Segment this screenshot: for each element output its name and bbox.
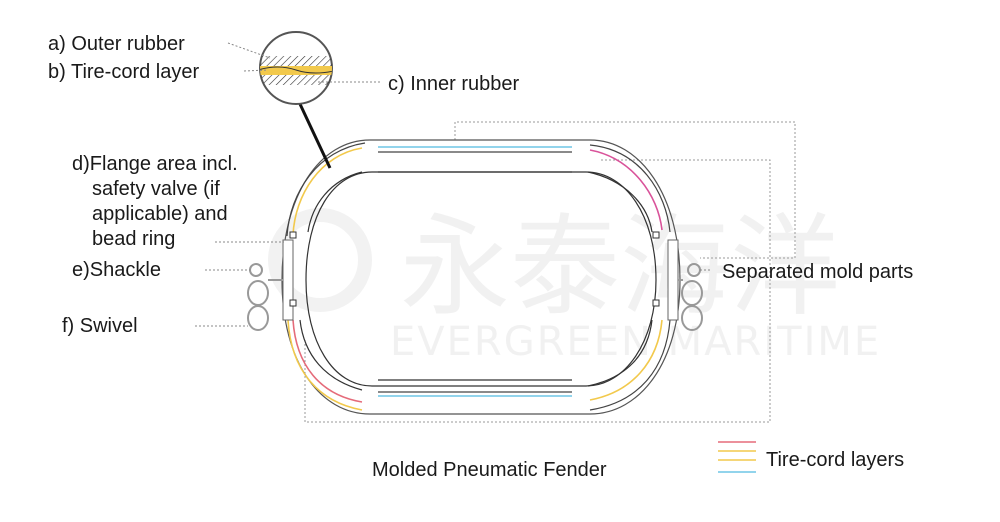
legend-swatches xyxy=(718,441,756,473)
label-swivel: f) Swivel xyxy=(62,315,138,337)
right-top-magenta xyxy=(589,149,663,231)
label-outer-rubber: a) Outer rubber xyxy=(48,33,185,55)
left-bottom-yellow xyxy=(287,319,363,411)
right-bottom-inner xyxy=(587,319,653,387)
left-bead-ring-top xyxy=(289,231,297,239)
label-inner-rubber: c) Inner rubber xyxy=(388,73,520,95)
label-flange-line4: bead ring xyxy=(92,228,175,250)
label-flange-line1: d)Flange area incl. xyxy=(72,153,238,175)
left-swivel-icon xyxy=(247,280,269,306)
left-bottom-dark xyxy=(299,319,363,391)
labels: a) Outer rubber b) Tire-cord layer c) In… xyxy=(48,33,913,481)
label-separated-mold-parts: Separated mold parts xyxy=(722,261,913,283)
label-tire-cord-layers: Tire-cord layers xyxy=(766,449,904,471)
right-bead-ring-bottom xyxy=(652,299,660,307)
watermark-logo xyxy=(268,208,372,312)
right-swivel-ring xyxy=(681,305,703,331)
label-tire-cord-layer: b) Tire-cord layer xyxy=(48,61,199,83)
left-top-inner xyxy=(307,171,363,233)
caption: Molded Pneumatic Fender xyxy=(372,459,607,481)
left-shackle-swivel xyxy=(247,263,283,331)
right-bottom-yellow xyxy=(589,319,663,401)
label-shackle: e)Shackle xyxy=(72,259,161,281)
watermark-english: EVERGREEN MARITIME xyxy=(390,319,881,365)
left-bead-ring-bottom xyxy=(289,299,297,307)
fender-body xyxy=(281,139,681,415)
watermark-chinese: 永泰海洋 xyxy=(400,203,840,331)
left-shackle-icon xyxy=(249,263,263,277)
leader-outer-rubber xyxy=(227,42,271,59)
right-top-inner xyxy=(587,171,653,233)
right-bead-ring-top xyxy=(652,231,660,239)
mold-outline xyxy=(304,121,796,423)
magnifier-callout xyxy=(259,31,333,169)
label-flange-line2: safety valve (if xyxy=(92,178,220,200)
right-top-dark xyxy=(589,144,671,233)
fender-inner-outline xyxy=(305,171,657,387)
left-bottom-red xyxy=(292,319,363,403)
leader-tire-cord xyxy=(243,69,269,72)
magnifier-handle xyxy=(298,103,332,169)
left-swivel-ring xyxy=(247,305,269,331)
label-flange-line3: applicable) and xyxy=(92,203,228,225)
left-top-yellow xyxy=(292,147,363,236)
leader-lines xyxy=(195,42,712,327)
left-top-dark xyxy=(286,142,366,237)
left-flange xyxy=(282,239,294,321)
watermark: 永泰海洋 EVERGREEN MARITIME xyxy=(268,203,881,365)
right-flange xyxy=(667,239,679,321)
right-bottom-dark xyxy=(589,319,671,411)
